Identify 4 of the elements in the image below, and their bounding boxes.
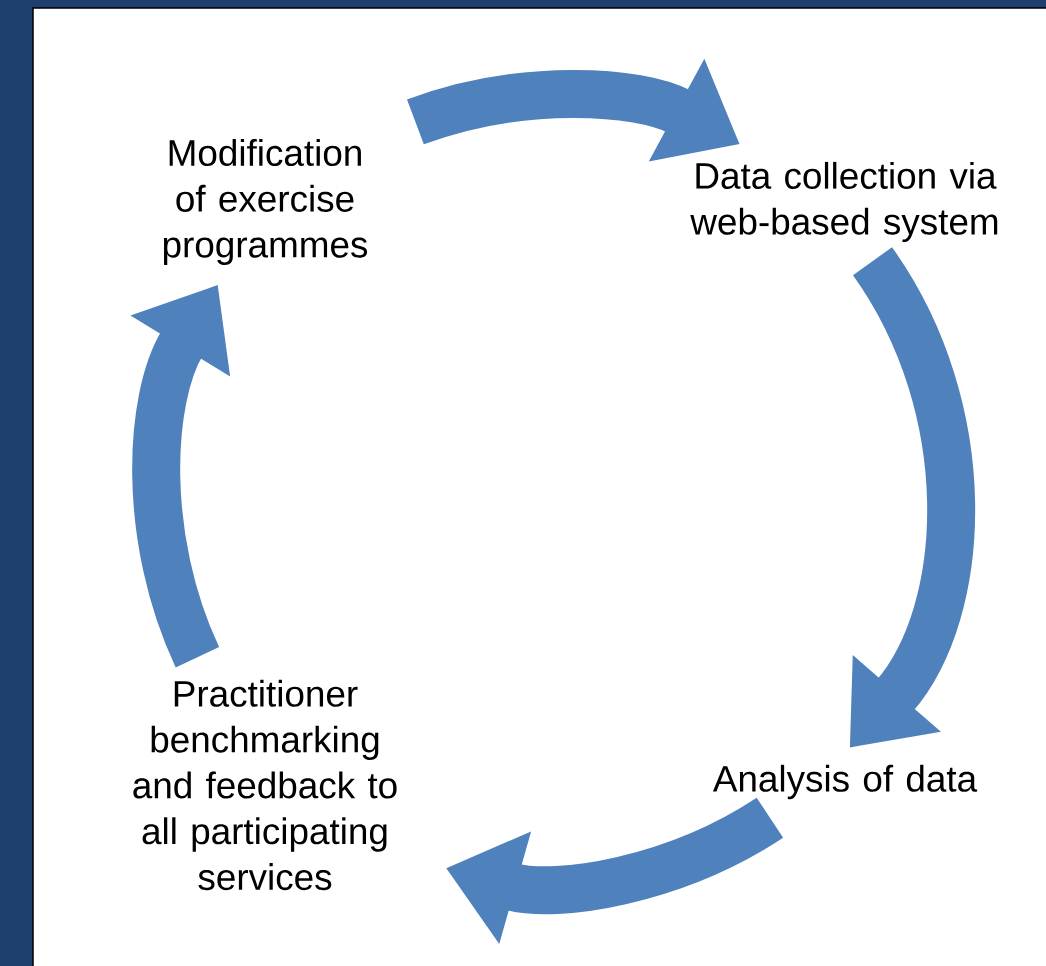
step-label: Practitioner benchmarking and feedback to all participating services bbox=[133, 679, 397, 891]
step-label: Modification of exercise programmes bbox=[163, 139, 368, 265]
step-label: Data collection via web-based system bbox=[690, 161, 998, 243]
step-label: Analysis of data bbox=[712, 764, 978, 800]
